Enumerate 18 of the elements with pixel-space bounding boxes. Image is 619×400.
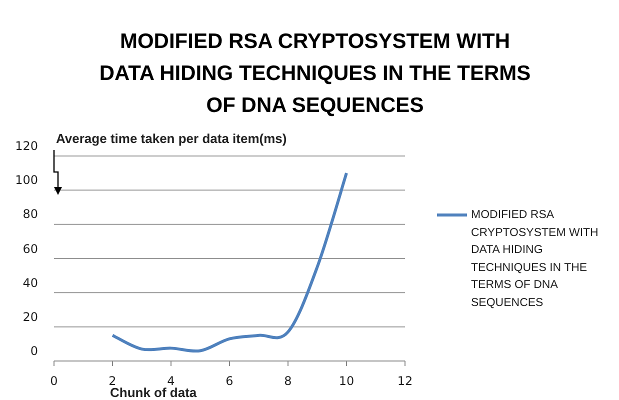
tick-label: 12 <box>396 374 414 388</box>
tick-label: 4 <box>166 374 175 388</box>
tick-label: 20 <box>22 310 38 324</box>
tick-label: 8 <box>283 374 293 388</box>
tick-label: 0 <box>49 374 59 388</box>
tick-label: 100 <box>14 173 38 188</box>
axis-title: Average time taken per data item(ms) <box>56 131 287 146</box>
tick-label: 80 <box>22 207 38 222</box>
tick-label: 40 <box>22 276 38 290</box>
tick-label: 0 <box>29 344 38 358</box>
chart-title: MODIFIED RSA CRYPTOSYSTEM WITH DATA HIDING TECHNIQUES IN THE TERMS OF DNA SEQUENCES <box>98 29 532 119</box>
tick-label: 6 <box>224 374 234 388</box>
tick-label: 60 <box>22 242 38 256</box>
axis-title: Chunk of data <box>110 385 197 400</box>
tick-label: 2 <box>108 374 116 388</box>
legend-label: MODIFIED RSA CRYPTOSYSTEM WITH DATA HIDING TECHNIQUES IN THE TERMS OF DNA SEQUENCES <box>471 208 600 310</box>
tick-label: 10 <box>338 374 356 388</box>
tick-label: 120 <box>14 139 38 153</box>
